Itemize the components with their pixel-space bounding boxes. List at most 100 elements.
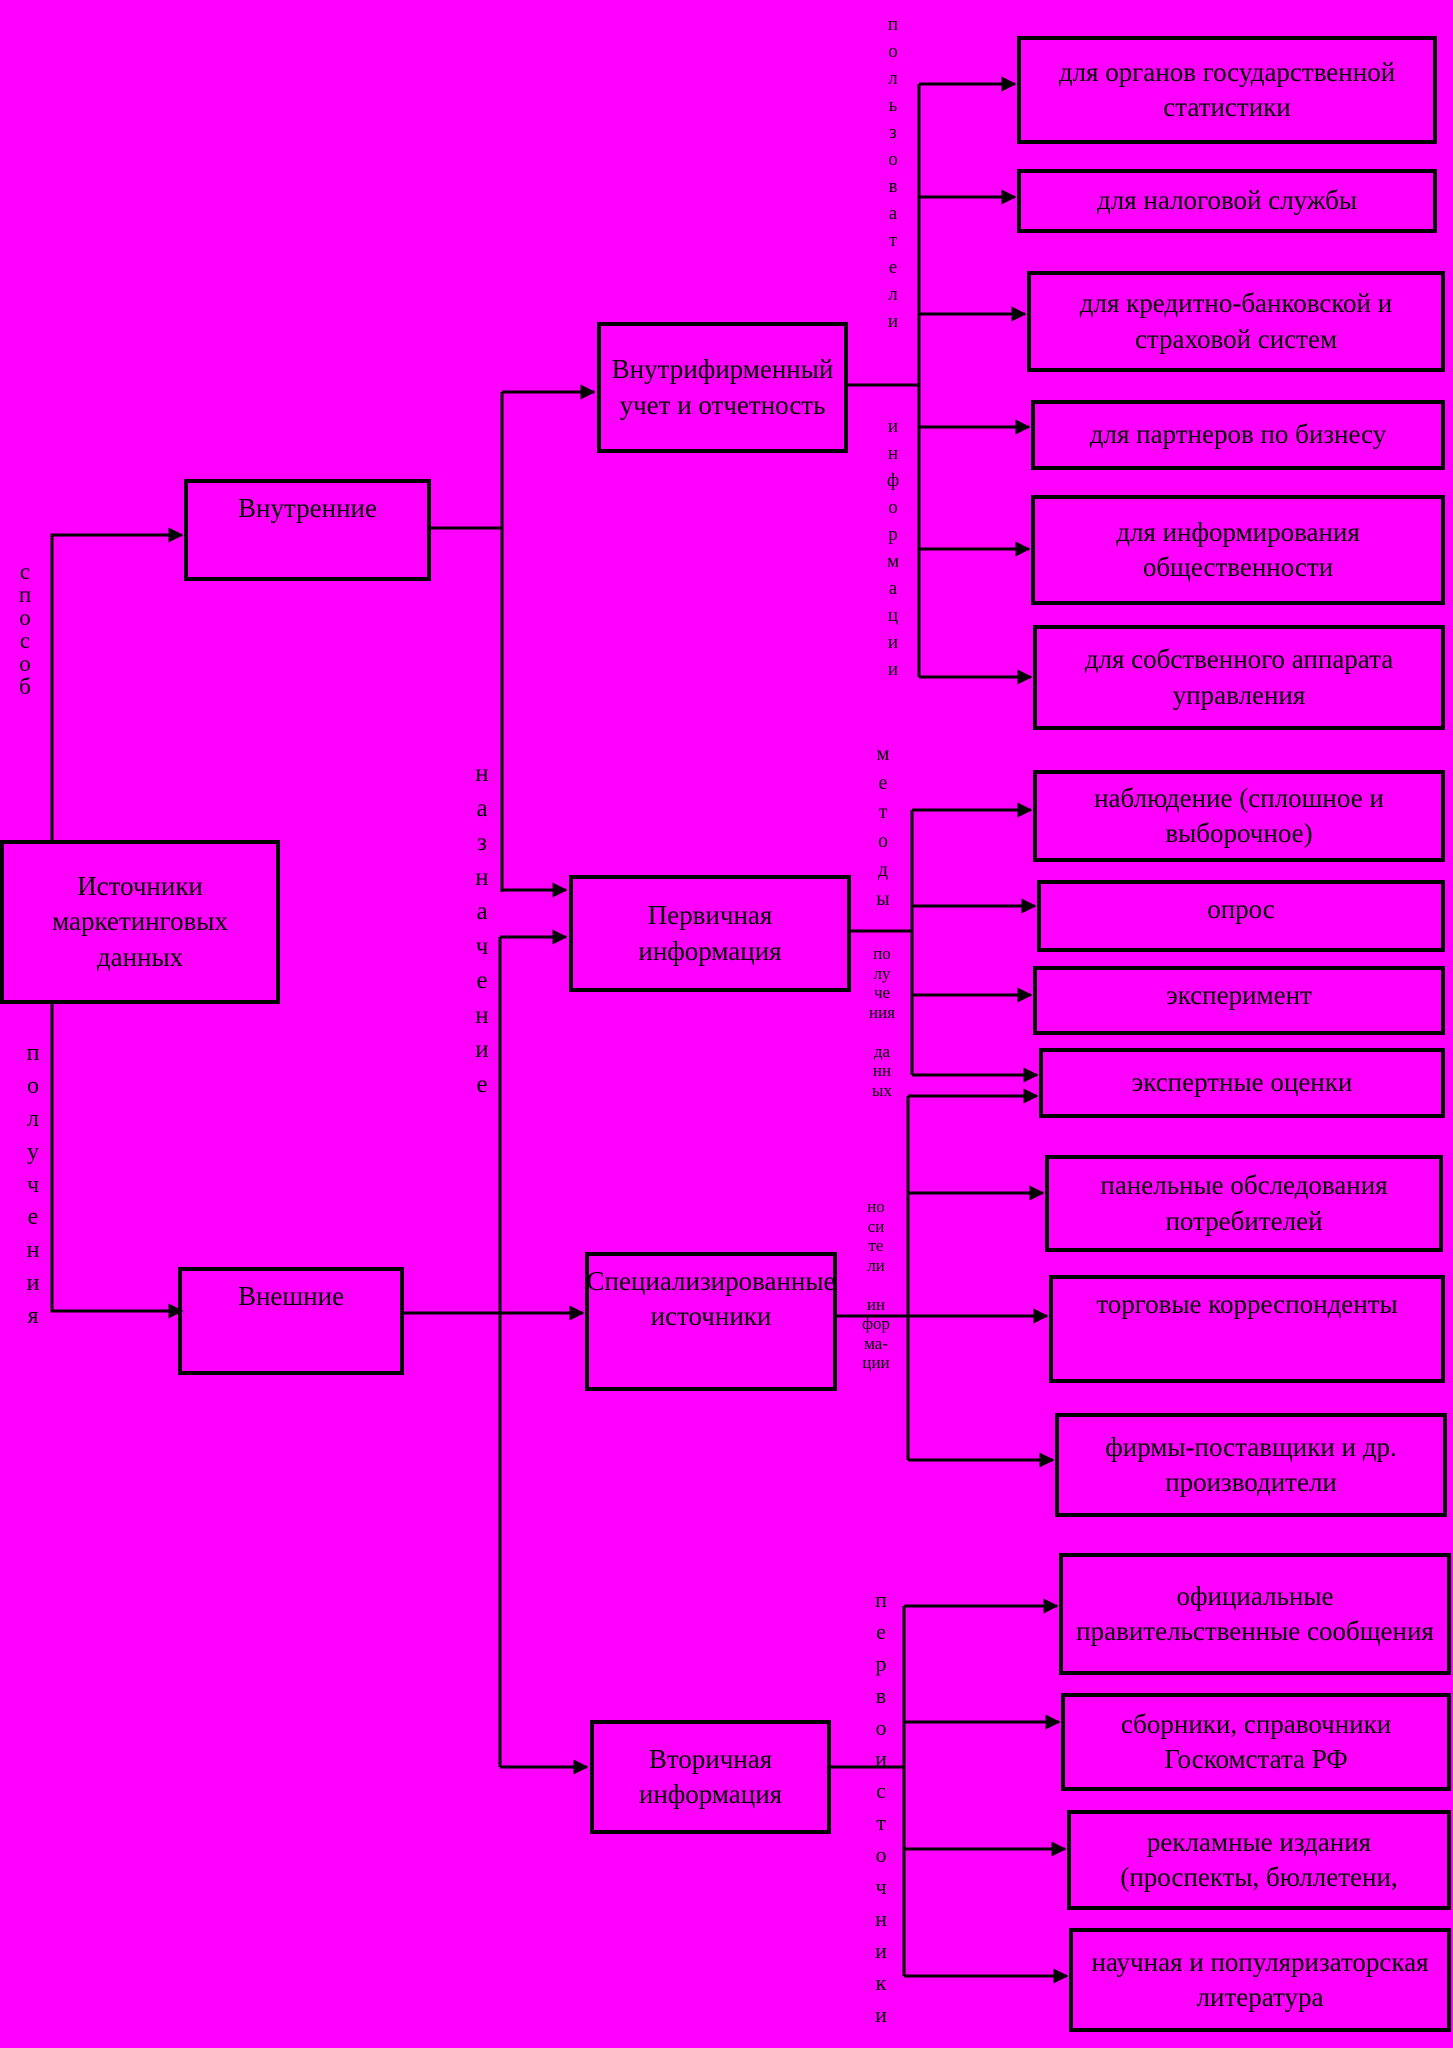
label-letter: ф <box>886 469 900 491</box>
label-letter: п <box>26 1040 40 1066</box>
label-letter: о <box>27 1072 39 1099</box>
label-letter: о <box>888 40 898 62</box>
label-letter: е <box>476 1070 488 1098</box>
label-letter: и <box>875 1746 887 1772</box>
label-letter: б <box>19 674 31 699</box>
label-letter: е <box>878 772 888 794</box>
label-letter: в <box>888 175 898 197</box>
label-letter: фор <box>861 1314 890 1334</box>
label-letter: и <box>26 1270 40 1297</box>
label-letter: н <box>475 760 489 787</box>
specialized-node-label: Специализированные источники <box>586 1266 836 1332</box>
external-node-label: Внешние <box>237 1281 345 1311</box>
secondary-box: научная и популяризаторская литература <box>1069 1928 1451 2032</box>
label-letter: с <box>19 628 31 653</box>
label-letter: т <box>878 801 888 823</box>
user-box-label: для партнеров по бизнесу <box>1089 419 1387 450</box>
specialized-box-label: фирмы-поставщики и др. производители <box>1105 1431 1397 1497</box>
label-letter: и <box>887 631 899 653</box>
label-letter: п <box>887 14 899 35</box>
label-letter: п <box>18 582 32 607</box>
user-box: для органов государственной статистики <box>1017 36 1437 144</box>
internal-node: Внутренние <box>184 479 431 581</box>
method-box: эксперимент <box>1033 966 1445 1035</box>
label-letter: о <box>878 830 888 852</box>
label-letter <box>857 1022 907 1042</box>
accounting-node: Внутрифирменный учет и отчетность <box>597 322 848 453</box>
user-box: для кредитно-банковской и страховой сист… <box>1027 271 1445 372</box>
secondary-box-label: рекламные издания (проспекты, бюллетени, <box>1120 1826 1398 1892</box>
label-letter: и <box>875 1937 887 1963</box>
method-box: опрос <box>1037 880 1445 952</box>
label-letter: з <box>889 121 897 143</box>
label-letter: е <box>476 967 488 994</box>
secondary-box-label: научная и популяризаторская литература <box>1091 1946 1429 2012</box>
label-letter: с <box>876 1778 886 1804</box>
secondary-box: официальные правительственные сообщения <box>1059 1553 1451 1675</box>
user-box-label: для кредитно-банковской и страховой сист… <box>1079 288 1393 354</box>
specialized-box: панельные обследования потребителей <box>1045 1155 1443 1252</box>
specialized-box-label: торговые корреспонденты <box>1096 1289 1398 1319</box>
label-letter: л <box>27 1105 39 1132</box>
method-box: экспертные оценки <box>1039 1048 1445 1118</box>
user-box-label: для собственного аппарата управления <box>1084 644 1394 710</box>
label-letter: да <box>873 1041 891 1061</box>
label-letter: я <box>27 1303 39 1329</box>
label-letter: а <box>476 898 488 925</box>
label-letter: ых <box>872 1080 892 1100</box>
specialized-box-label: панельные обследования потребителей <box>1100 1170 1388 1236</box>
label-letter: и <box>875 2001 887 2027</box>
label-letter: и <box>475 1036 489 1063</box>
label-letter: н <box>875 1905 887 1931</box>
label-letter: д <box>877 859 889 881</box>
label-letter: р <box>875 1650 887 1676</box>
method-box-label: эксперимент <box>1166 980 1312 1010</box>
user-box-label: для информирования общественности <box>1116 516 1360 582</box>
label-letter: м <box>886 550 900 572</box>
label-letter: ин <box>866 1294 886 1314</box>
label-letter: и <box>887 310 899 332</box>
label-letter: п <box>875 1587 887 1612</box>
user-box: для налоговой службы <box>1017 169 1437 233</box>
label-letter: ли <box>867 1255 885 1275</box>
secondary-box: сборники, справочники Госкомстата РФ <box>1061 1693 1451 1791</box>
method-box: наблюдение (сплошное и выборочное) <box>1033 770 1445 862</box>
label-letter: те <box>868 1236 884 1256</box>
label-letter: с <box>19 559 31 584</box>
user-box: для собственного аппарата управления <box>1033 625 1445 730</box>
secondary-box-label: сборники, справочники Госкомстата РФ <box>1120 1708 1392 1774</box>
label-letter: о <box>19 605 31 630</box>
label-letter: о <box>888 496 898 518</box>
label-letter: н <box>26 1237 40 1264</box>
accounting-node-label: Внутрифирменный учет и отчетность <box>611 354 834 420</box>
root-node-label: Источники маркетинговых данных <box>52 871 228 972</box>
label-letter: ма- <box>864 1333 888 1353</box>
external-node: Внешние <box>178 1267 404 1375</box>
label-letter: е <box>27 1204 39 1231</box>
label-letter: о <box>875 1714 887 1740</box>
label-letter: ния <box>868 1002 895 1022</box>
user-box: для информирования общественности <box>1031 495 1445 605</box>
label-letter: ции <box>862 1353 890 1373</box>
secondary-node: Вторичная информация <box>590 1720 831 1834</box>
specialized-node: Специализированные источники <box>585 1252 837 1391</box>
secondary-box-label: официальные правительственные сообщения <box>1076 1580 1434 1646</box>
label-letter: л <box>888 283 898 305</box>
user-box: для партнеров по бизнесу <box>1031 400 1445 470</box>
label-letter: си <box>867 1216 885 1236</box>
label-letter: ч <box>475 932 489 960</box>
label-letter: ц <box>887 604 899 626</box>
label-letter: и <box>887 658 899 680</box>
method-box-label: наблюдение (сплошное и выборочное) <box>1094 782 1384 848</box>
method-box-label: опрос <box>1207 894 1275 924</box>
label-letter: а <box>888 577 898 599</box>
label-letter <box>851 1275 901 1295</box>
